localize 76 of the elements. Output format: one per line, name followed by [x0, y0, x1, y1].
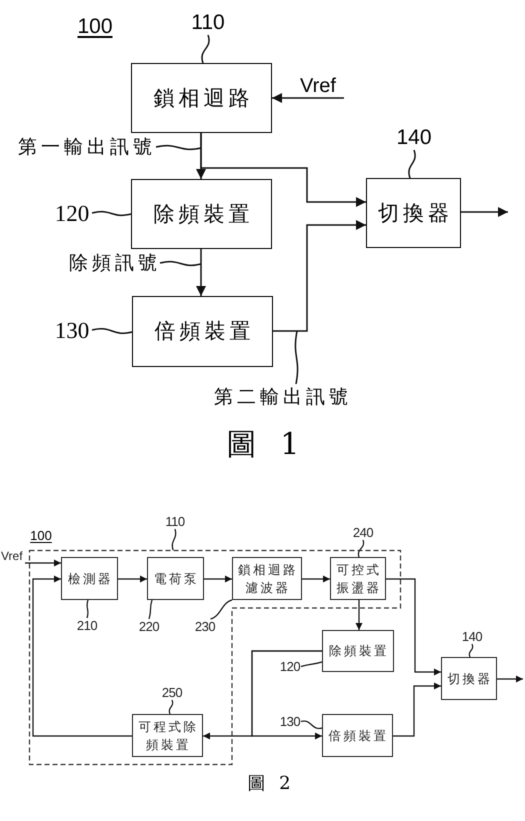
process-box — [366, 178, 461, 248]
process-box — [131, 63, 272, 133]
leader-line — [148, 600, 153, 620]
figure-ref-number: 100 — [29, 527, 53, 543]
arrow — [497, 676, 523, 682]
leader-line — [201, 34, 210, 64]
process-box — [322, 630, 394, 672]
block-label: 切換器 — [377, 202, 453, 224]
arrow — [32, 576, 132, 737]
callout-number: 210 — [76, 618, 98, 633]
leader-line — [160, 260, 202, 266]
leader-line — [408, 150, 416, 178]
block-label: 除頻裝置 — [152, 204, 254, 224]
arrow — [386, 578, 441, 676]
arrow — [196, 249, 206, 296]
block-label: 鎖相迴路 — [152, 88, 254, 108]
callout-number: 120 — [279, 659, 301, 674]
leader-line — [300, 720, 322, 730]
input-label: Vref — [1, 548, 25, 563]
arrow — [272, 93, 344, 103]
block-label: 可程式除頻裝置 — [138, 718, 200, 754]
signal-label: 除頻訊號 — [66, 251, 160, 275]
figure-ref-number: 100 — [76, 14, 114, 40]
leader-line — [172, 528, 176, 550]
process-box — [330, 557, 386, 600]
process-box — [132, 714, 203, 757]
process-box — [131, 179, 272, 249]
arrow — [273, 220, 366, 332]
leader-line — [358, 540, 364, 558]
process-box — [61, 557, 118, 600]
callout-number: 220 — [138, 619, 160, 634]
callout-number: 130 — [52, 317, 92, 343]
callout-number: 140 — [394, 124, 434, 150]
figure-caption: 圖 1 — [226, 426, 300, 464]
arrow — [393, 682, 441, 737]
callout-number: 250 — [161, 685, 183, 700]
process-box — [147, 557, 204, 600]
callout-number: 240 — [352, 525, 374, 540]
arrow — [302, 576, 330, 582]
block-label: 電荷泵 — [153, 570, 200, 588]
callout-number: 230 — [194, 619, 216, 634]
arrow — [118, 576, 147, 582]
callout-number: 110 — [164, 514, 186, 529]
leader-line — [300, 661, 322, 668]
block-label: 倍頻裝置 — [328, 726, 390, 744]
block-label: 檢測器 — [67, 570, 114, 588]
arrow — [461, 207, 508, 217]
arrow — [200, 133, 366, 207]
callout-number: 130 — [279, 714, 301, 729]
leader-line — [210, 599, 232, 620]
input-label: Vref — [300, 74, 344, 98]
block-label: 可控式振盪器 — [336, 560, 382, 596]
arrow — [204, 576, 232, 582]
leader-line — [294, 330, 298, 384]
callout-number: 110 — [188, 9, 228, 35]
process-box — [322, 714, 393, 757]
block-label: 鎖相迴路濾波器 — [237, 560, 299, 596]
figure-caption: 圖 2 — [246, 772, 292, 796]
block-label: 除頻裝置 — [328, 642, 390, 660]
arrow — [251, 650, 322, 740]
signal-label: 第二輸出訊號 — [210, 384, 352, 410]
block-label: 倍頻裝置 — [154, 321, 254, 342]
leader-line — [86, 600, 89, 618]
leader-line — [168, 700, 174, 714]
process-box — [132, 296, 273, 367]
callout-number: 120 — [52, 200, 92, 226]
arrow — [25, 560, 61, 566]
arrow — [356, 600, 362, 630]
leader-line — [156, 144, 202, 150]
leader-line — [92, 328, 132, 334]
block-label: 切換器 — [446, 670, 494, 688]
signal-label: 第一輸出訊號 — [14, 135, 156, 159]
callout-number: 140 — [461, 629, 483, 644]
process-box — [441, 657, 497, 700]
leader-line — [92, 210, 132, 216]
leader-line — [468, 644, 474, 658]
